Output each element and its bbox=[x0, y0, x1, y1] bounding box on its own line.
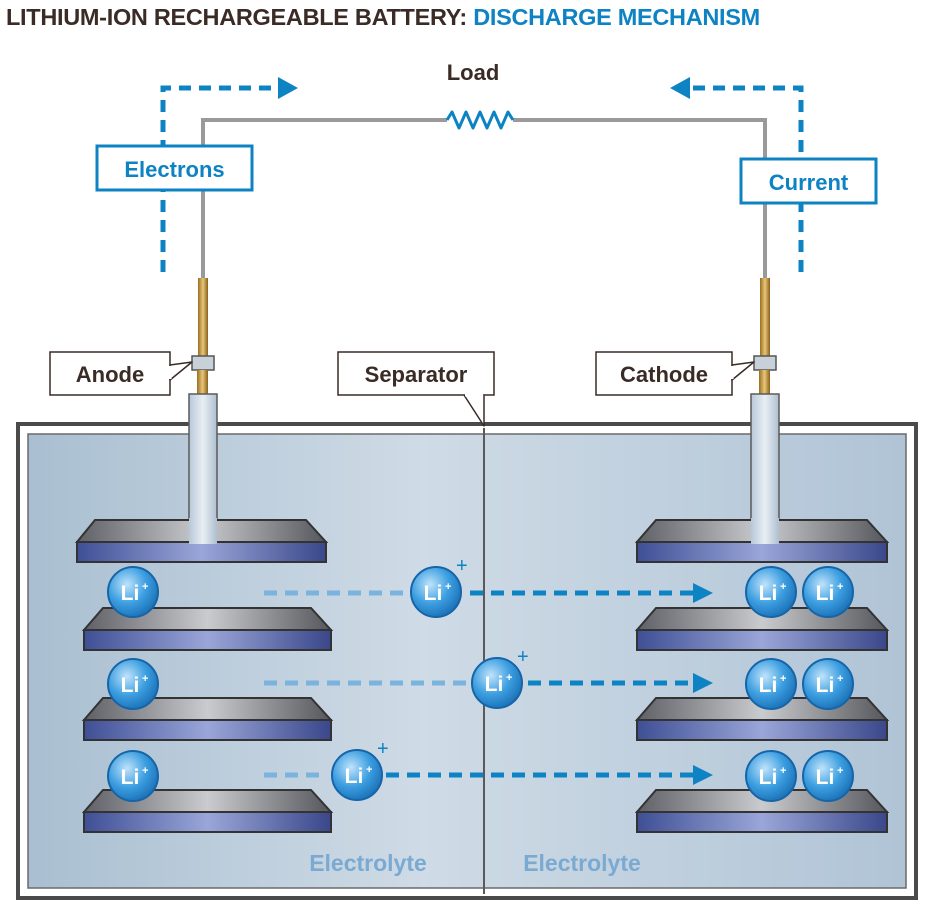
arrow-right-icon bbox=[693, 765, 713, 785]
ion-symbol: Li bbox=[816, 674, 835, 697]
electrolyte-label-left: Electrolyte bbox=[309, 850, 427, 876]
ion-charge-sign: + bbox=[456, 555, 468, 577]
ion-charge-sign: + bbox=[517, 646, 529, 668]
lithium-ion: Li+ bbox=[745, 658, 797, 710]
lithium-ion: Li+ bbox=[107, 658, 159, 710]
ion-charge-sign: + bbox=[377, 738, 389, 760]
ion-symbol: Li bbox=[345, 765, 364, 788]
anode-callout: Anode bbox=[49, 351, 193, 396]
ion-symbol: Li bbox=[424, 582, 443, 605]
ion-charge-small: + bbox=[780, 673, 786, 685]
title-main: LITHIUM-ION RECHARGEABLE BATTERY: bbox=[6, 4, 467, 30]
load-label: Load bbox=[447, 60, 500, 85]
ion-symbol: Li bbox=[759, 582, 778, 605]
arrow-right-icon bbox=[693, 673, 713, 693]
title-highlight: DISCHARGE MECHANISM bbox=[473, 4, 760, 30]
ion-symbol: Li bbox=[121, 674, 140, 697]
electrolyte-label-right: Electrolyte bbox=[523, 850, 641, 876]
lithium-ion: Li++ bbox=[331, 738, 389, 801]
current-label-box: Current bbox=[739, 157, 878, 205]
ion-charge-small: + bbox=[142, 581, 148, 593]
ion-charge-small: + bbox=[366, 764, 372, 776]
anode-plate bbox=[81, 697, 334, 741]
ion-charge-small: + bbox=[837, 673, 843, 685]
lithium-ion: Li+ bbox=[802, 750, 854, 802]
ion-symbol: Li bbox=[759, 766, 778, 789]
diagram-title: LITHIUM-ION RECHARGEABLE BATTERY: DISCHA… bbox=[6, 4, 760, 31]
ion-charge-small: + bbox=[142, 765, 148, 777]
electrons-label-box: Electrons bbox=[95, 144, 254, 192]
lithium-ion: Li++ bbox=[410, 555, 468, 618]
arrow-left-icon bbox=[670, 77, 690, 99]
arrow-right-icon bbox=[278, 77, 298, 99]
ion-charge-small: + bbox=[506, 672, 512, 684]
ion-symbol: Li bbox=[485, 673, 504, 696]
cathode-callout: Cathode bbox=[595, 351, 755, 396]
ion-charge-small: + bbox=[780, 581, 786, 593]
ion-symbol: Li bbox=[816, 766, 835, 789]
electron-flow-arrow bbox=[160, 77, 298, 272]
lithium-ion: Li+ bbox=[745, 566, 797, 618]
ion-symbol: Li bbox=[759, 674, 778, 697]
ion-charge-small: + bbox=[780, 765, 786, 777]
lithium-ions: Li+Li+Li+Li++Li++Li++Li+Li+Li+Li+Li+Li+ bbox=[107, 555, 854, 802]
lithium-ion: Li+ bbox=[802, 658, 854, 710]
anode-label: Anode bbox=[76, 362, 144, 387]
ion-symbol: Li bbox=[121, 582, 140, 605]
cathode-rod-joint bbox=[751, 518, 779, 544]
cathode-label: Cathode bbox=[620, 362, 708, 387]
anode-rod-joint bbox=[189, 518, 217, 544]
cathode-terminal bbox=[750, 278, 780, 545]
lithium-ion: Li+ bbox=[745, 750, 797, 802]
current-label: Current bbox=[769, 170, 849, 195]
lithium-ion: Li+ bbox=[107, 566, 159, 618]
lithium-ion: Li+ bbox=[802, 566, 854, 618]
separator-callout: Separator bbox=[337, 351, 495, 427]
external-circuit bbox=[201, 110, 767, 282]
ion-charge-small: + bbox=[837, 581, 843, 593]
lithium-ion: Li++ bbox=[471, 646, 529, 709]
ion-flow-arrows bbox=[264, 583, 713, 785]
ion-symbol: Li bbox=[121, 766, 140, 789]
lithium-ion: Li+ bbox=[107, 750, 159, 802]
electrons-label: Electrons bbox=[124, 157, 224, 182]
ion-symbol: Li bbox=[816, 582, 835, 605]
resistor-icon bbox=[445, 110, 515, 130]
ion-charge-small: + bbox=[445, 581, 451, 593]
separator-label: Separator bbox=[365, 362, 468, 387]
anode-terminal bbox=[188, 278, 218, 545]
ion-charge-small: + bbox=[142, 673, 148, 685]
arrow-right-icon bbox=[693, 583, 713, 603]
ion-charge-small: + bbox=[837, 765, 843, 777]
current-flow-arrow bbox=[670, 77, 804, 272]
